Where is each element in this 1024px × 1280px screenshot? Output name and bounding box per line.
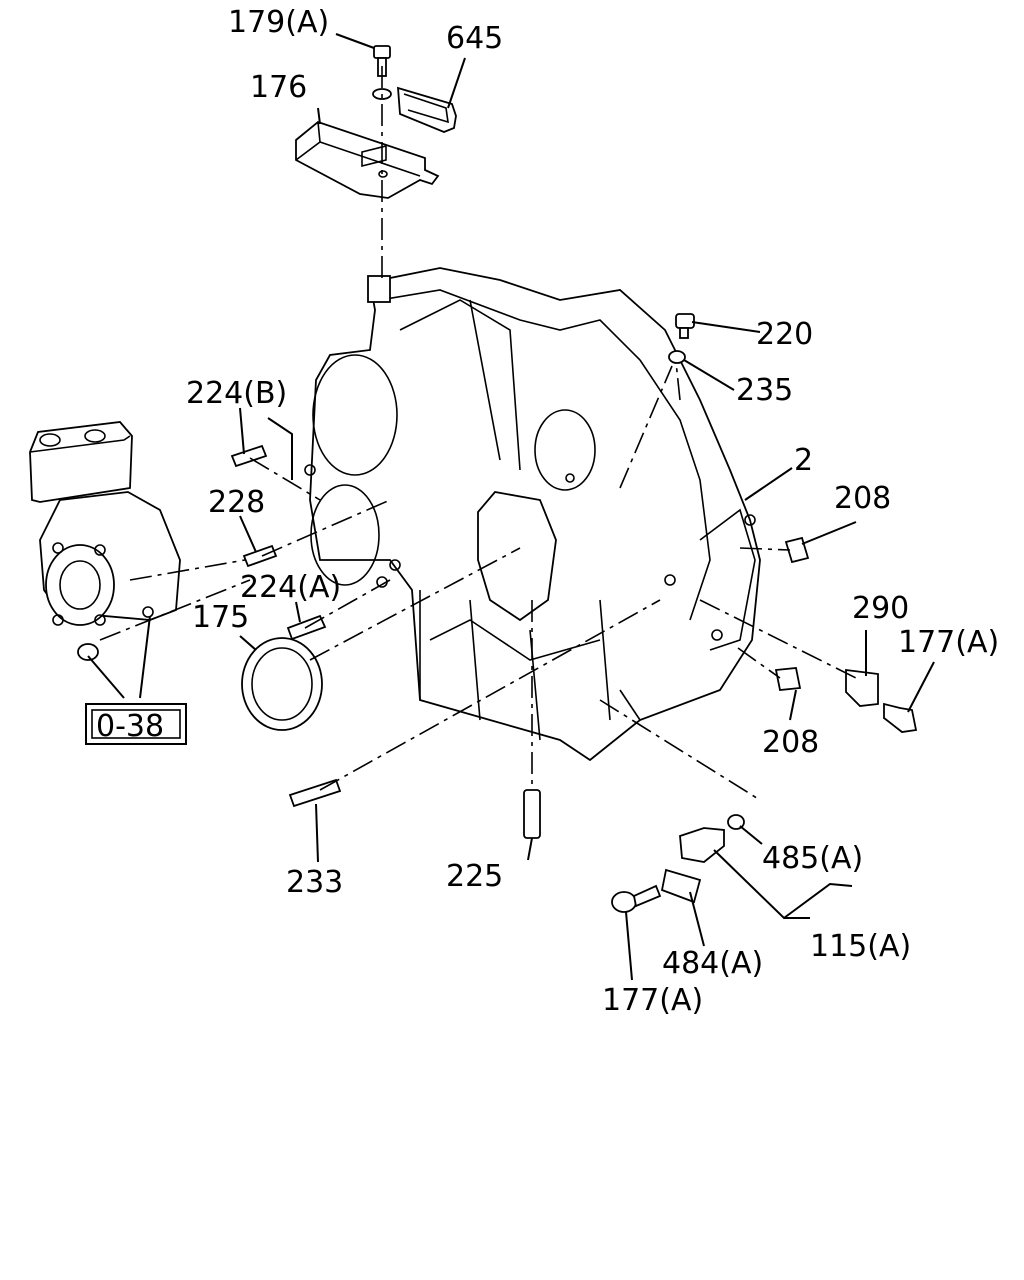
callout-484a: 484(A) [662, 946, 763, 981]
callout-228: 228 [208, 485, 265, 520]
plug-208-lower [774, 667, 802, 691]
reference-box[interactable]: 0-38 [85, 703, 187, 745]
callout-224b: 224(B) [186, 376, 287, 411]
callout-2: 2 [794, 443, 813, 478]
bolt-220 [675, 313, 695, 339]
oring-235 [668, 350, 686, 364]
compressor-assembly [29, 421, 181, 661]
bolt-177a-right [883, 702, 918, 733]
bolt-177a-bottom [611, 884, 662, 913]
callout-175: 175 [192, 600, 249, 635]
plate-290 [845, 668, 879, 707]
callout-176: 176 [250, 70, 307, 105]
stud-225 [523, 789, 541, 839]
callout-225: 225 [446, 859, 503, 894]
clip-645 [372, 86, 457, 133]
callout-208-upper: 208 [834, 481, 891, 516]
stud-228 [242, 544, 278, 568]
reference-box-label: 0-38 [96, 709, 164, 744]
sensor-115a [679, 814, 745, 863]
callout-485a: 485(A) [762, 841, 863, 876]
seal-175 [241, 637, 323, 731]
callout-645: 645 [446, 21, 503, 56]
callout-208-lower: 208 [762, 725, 819, 760]
callout-177a-right: 177(A) [898, 625, 999, 660]
callout-179a: 179(A) [228, 5, 329, 40]
flywheel-housing-2 [304, 267, 761, 762]
stud-224b [230, 444, 268, 468]
callout-235: 235 [736, 373, 793, 408]
bracket-484a [660, 868, 702, 904]
callout-115a: 115(A) [810, 929, 911, 964]
callout-177a-bottom: 177(A) [602, 983, 703, 1018]
bracket-176 [295, 120, 440, 199]
callout-233: 233 [286, 865, 343, 900]
callout-290: 290 [852, 591, 909, 626]
callout-220: 220 [756, 317, 813, 352]
callout-224a: 224(A) [240, 570, 341, 605]
